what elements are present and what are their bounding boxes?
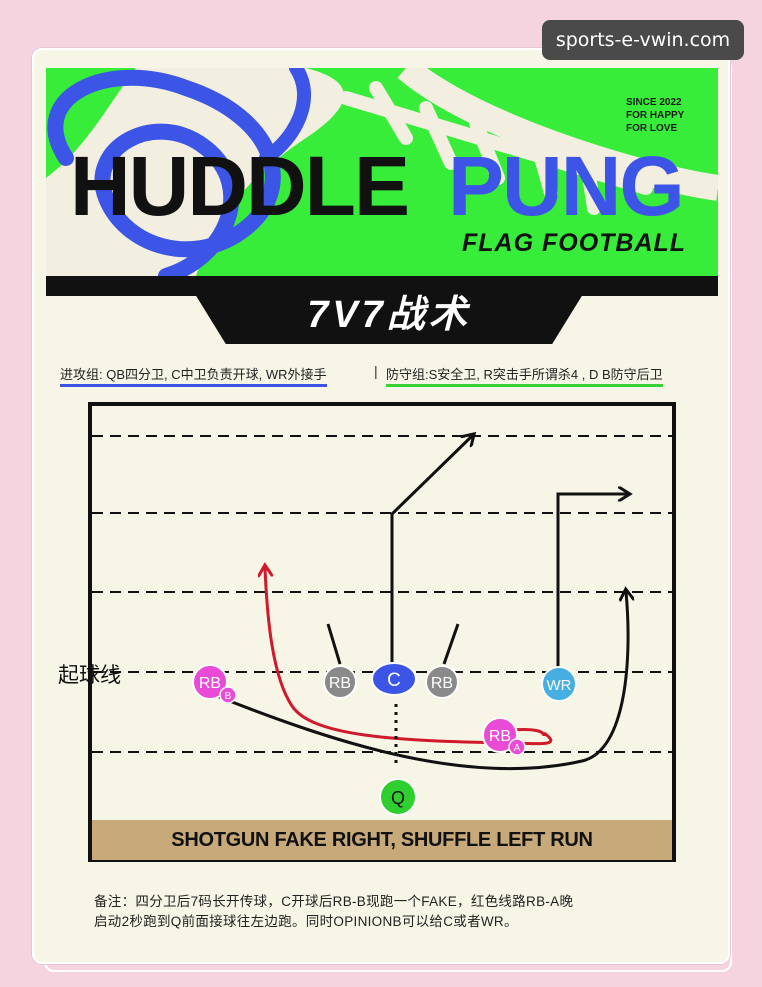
player-rb-a: RB A <box>482 717 526 756</box>
since-line: SINCE 2022 <box>626 97 682 108</box>
player-center: C <box>371 662 417 696</box>
qb-label: Q <box>391 788 405 808</box>
yard-lines <box>92 435 672 753</box>
rb-right-block-line <box>442 623 460 665</box>
since-tagline: SINCE 2022 FOR HAPPY FOR LOVE <box>626 96 706 135</box>
rb-a-label: RB <box>489 728 511 745</box>
since-line: FOR HAPPY <box>626 110 685 121</box>
rb-left-block-line <box>326 623 342 665</box>
banner-artwork <box>46 68 718 276</box>
play-diagram: RB B RB C RB WR RB A Q <box>92 406 672 816</box>
player-rb-right: RB <box>425 665 459 699</box>
play-diagram-field: RB B RB C RB WR RB A Q <box>88 402 676 862</box>
legend-separator: | <box>374 363 378 379</box>
title-pung: PUNG <box>448 139 685 233</box>
rb-a-run-route <box>265 568 553 746</box>
line-of-scrimmage-label: 起球线 <box>58 664 121 687</box>
center-route <box>390 436 472 671</box>
player-rb-b: RB B <box>192 664 237 704</box>
wr-label: WR <box>547 677 572 694</box>
rb-left-label: RB <box>329 675 351 692</box>
flag-football-subtitle: FLAG FOOTBALL <box>462 229 687 257</box>
player-qb: Q <box>379 778 417 816</box>
center-label: C <box>387 670 401 691</box>
title-huddle: HUDDLE <box>70 139 410 233</box>
since-line: FOR LOVE <box>626 123 678 134</box>
player-rb-left: RB <box>323 665 357 699</box>
wr-route <box>556 494 627 671</box>
play-name-bar <box>92 820 672 860</box>
note-line: 启动2秒跑到Q前面接球往左边跑。同时OPINIONB可以给C或者WR。 <box>94 914 518 929</box>
rb-right-label: RB <box>431 675 453 692</box>
tactic-banner-shape <box>190 286 588 344</box>
notes: 备注：四分卫后7码长开传球，C开球后RB-B现跑一个FAKE，红色线路RB-A晚… <box>94 892 684 932</box>
rb-a-sub: A <box>514 743 521 754</box>
rb-b-label: RB <box>199 675 221 692</box>
defense-legend: 防守组:S安全卫, R突击手所谓杀4 , D B防守后卫 <box>386 364 663 387</box>
player-wr: WR <box>541 666 577 702</box>
rb-b-fake-route <box>216 592 628 771</box>
watermark: sports-e-vwin.com <box>542 20 744 60</box>
rb-b-sub: B <box>225 691 232 702</box>
note-line: 备注：四分卫后7码长开传球，C开球后RB-B现跑一个FAKE，红色线路RB-A晚 <box>94 894 574 909</box>
header-banner <box>46 68 718 276</box>
play-name: SHOTGUN FAKE RIGHT, SHUFFLE LEFT RUN <box>171 829 593 851</box>
tactic-title: 7V7战术 <box>307 294 471 336</box>
rb-a-loop <box>511 728 546 737</box>
offense-legend: 进攻组: QB四分卫, C中卫负责开球, WR外接手 <box>60 364 327 387</box>
